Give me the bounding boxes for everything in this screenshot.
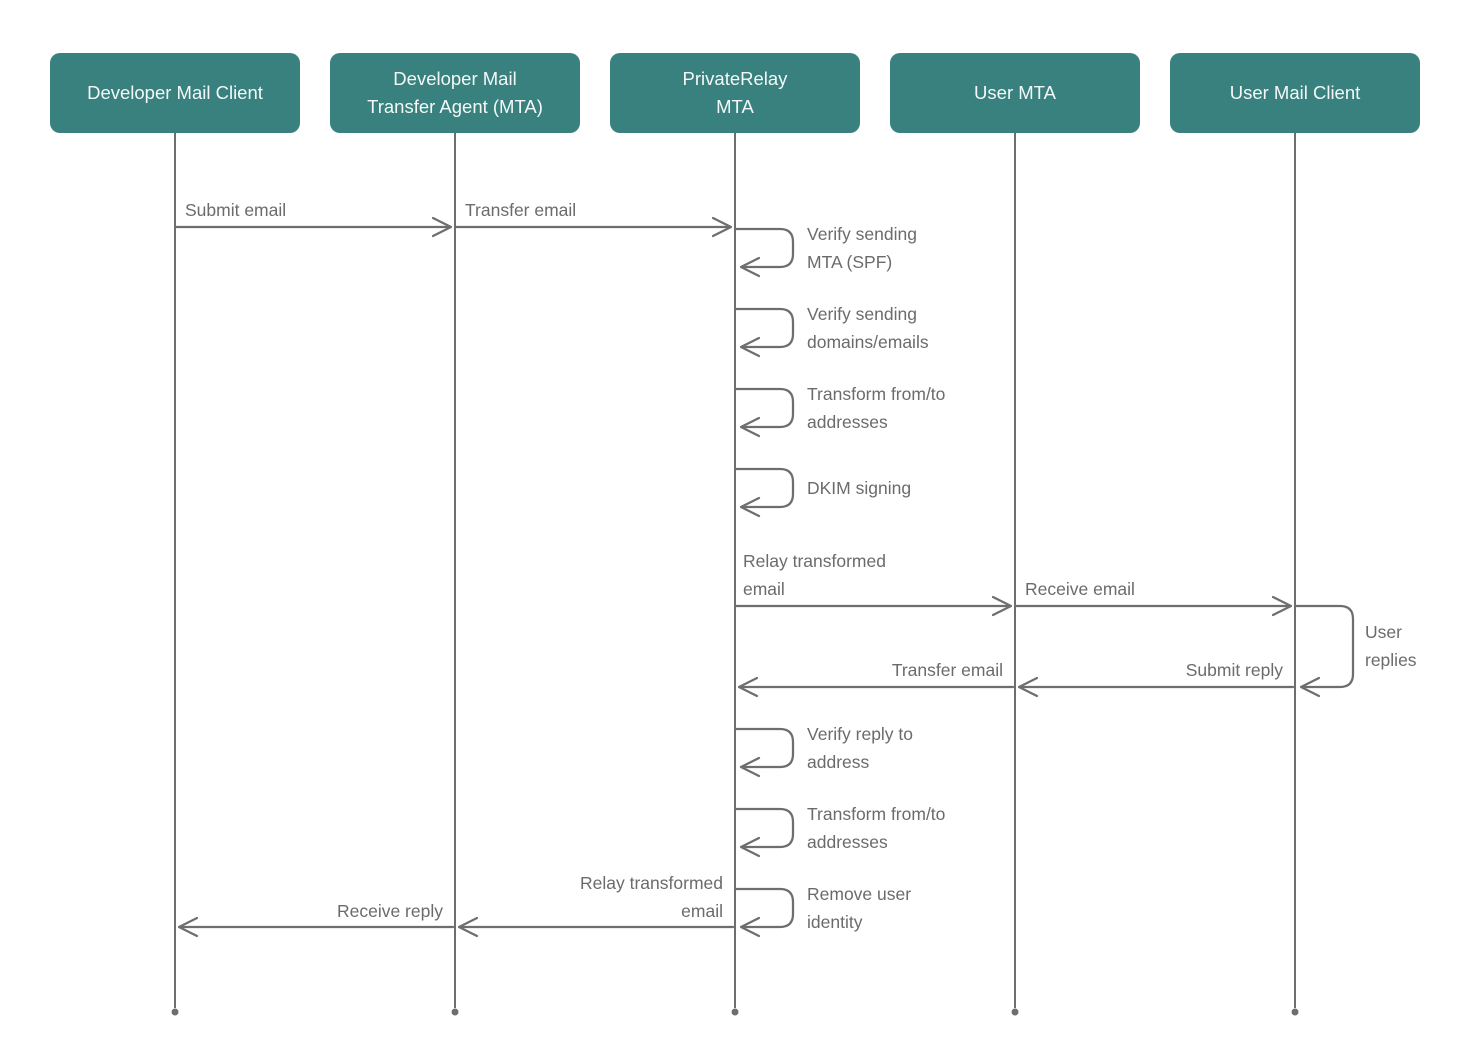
message-label-user-replies: User replies [1365,622,1417,670]
actor-user-mta: User MTA [890,53,1140,133]
message-label-verify-reply-to-address: Verify reply to address [807,724,914,772]
arrow-relay-transformed-email-right [734,595,1013,617]
arrow-transfer-email-top [454,216,733,238]
message-label-receive-reply: Receive reply [336,901,443,921]
message-label-verify-sending-domains: Verify sending domains/emails [807,304,929,352]
self-arrow-transform-from-to-addresses-1 [733,387,795,438]
lifeline-end-dot [731,1008,739,1016]
message-label-transform-addresses-1: Transform from/to addresses [807,384,946,432]
message-label-relay-transformed-left: Relay transformed email [580,873,723,921]
message-label-remove-user-identity: Remove user identity [807,884,912,932]
lifeline-end-dot [1011,1008,1019,1016]
arrow-receive-reply [177,916,455,938]
actor-user-mail-client: User Mail Client [1170,53,1420,133]
message-label-submit-email: Submit email [185,200,287,220]
message-label-transfer-email-bottom: Transfer email [891,660,1003,680]
self-arrow-dkim-signing [733,467,795,518]
actor-privaterelay-mta: PrivateRelay MTA [610,53,860,133]
actor-developer-mta: Developer Mail Transfer Agent (MTA) [330,53,580,133]
actor-label: User MTA [974,82,1056,103]
actor-label: User Mail Client [1229,82,1361,103]
arrow-transfer-email-bottom [737,676,1015,698]
lifeline-end-dot [1291,1008,1299,1016]
self-arrow-verify-sending-domains-emails [733,307,795,358]
arrow-receive-email [1014,595,1293,617]
message-label-receive-email: Receive email [1025,579,1135,599]
arrow-relay-transformed-email-left [457,916,735,938]
message-label-submit-reply: Submit reply [1185,660,1283,680]
message-label-verify-sending-mta-spf: Verify sending MTA (SPF) [807,224,917,272]
self-arrow-remove-user-identity [733,887,795,938]
actor-label: Developer Mail Transfer Agent (MTA) [367,68,543,117]
actor-developer-mail-client: Developer Mail Client [50,53,300,133]
self-arrow-user-replies [1293,604,1355,698]
arrow-submit-reply [1017,676,1295,698]
message-label-transfer-email-top: Transfer email [465,200,577,220]
arrow-submit-email [174,216,453,238]
lifeline-end-dot [451,1008,459,1016]
self-arrow-verify-sending-mta-spf [733,227,795,278]
self-arrow-transform-from-to-addresses-2 [733,807,795,858]
actor-label: Developer Mail Client [87,82,263,103]
message-label-dkim-signing: DKIM signing [807,478,912,498]
self-arrow-verify-reply-to-address [733,727,795,778]
message-label-relay-transformed-right: Relay transformed email [743,551,886,599]
message-label-transform-addresses-2: Transform from/to addresses [807,804,946,852]
actor-label: PrivateRelay MTA [682,68,788,117]
lifeline-end-dot [171,1008,179,1016]
